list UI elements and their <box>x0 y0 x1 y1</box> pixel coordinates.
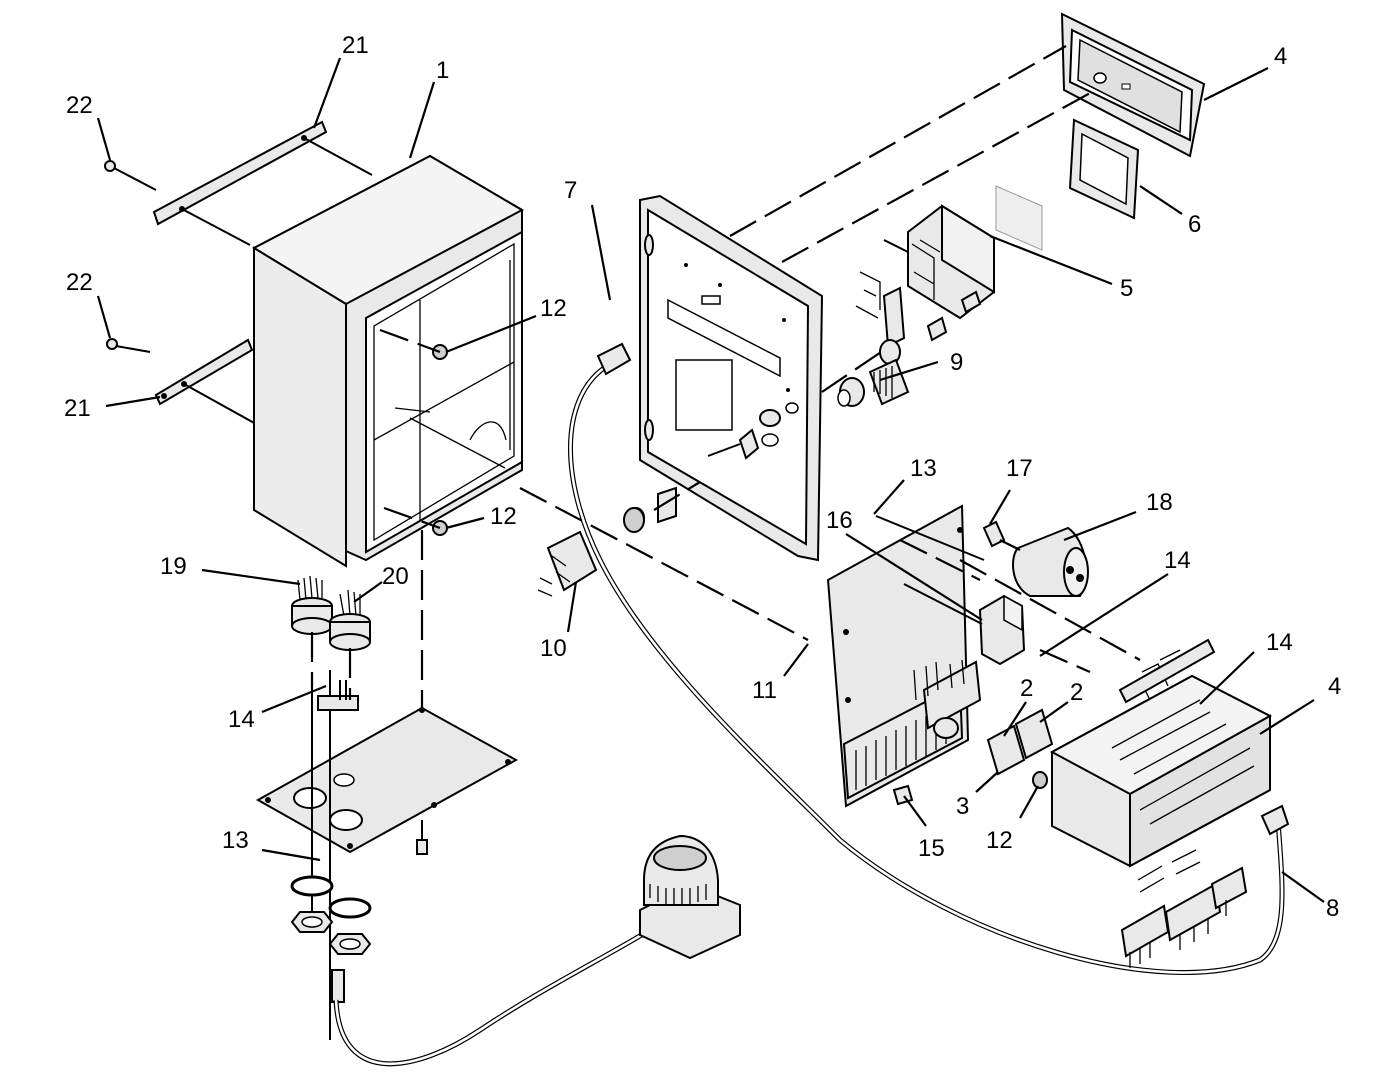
callout-8: 8 <box>1326 895 1339 922</box>
sounder-beacon <box>333 834 741 1067</box>
mounting-bracket-upper <box>152 120 373 246</box>
screw-upper <box>104 160 157 191</box>
front-display-frame <box>1060 12 1206 158</box>
mounting-bracket-lower <box>154 338 257 425</box>
controller-module <box>855 204 995 348</box>
base-plate <box>255 670 519 1040</box>
spacer <box>982 520 1006 548</box>
callout-12-middle: 12 <box>490 503 517 530</box>
callout-3: 3 <box>956 793 969 820</box>
assembly-lines <box>310 45 1141 708</box>
callout-19: 19 <box>160 553 187 580</box>
callout-20: 20 <box>382 563 409 590</box>
cable-gland-20 <box>329 589 371 651</box>
display-label <box>995 185 1043 251</box>
callout-5: 5 <box>1120 275 1133 302</box>
callout-18: 18 <box>1146 489 1173 516</box>
callout-14-left: 14 <box>228 706 255 733</box>
mounting-plate <box>826 504 1026 808</box>
plc-unit <box>1049 638 1273 968</box>
enclosure-box <box>251 154 525 568</box>
callout-16: 16 <box>826 507 853 534</box>
selector-switch <box>537 507 645 597</box>
callout-22-lower: 22 <box>66 269 93 296</box>
callout-6: 6 <box>1188 211 1201 238</box>
callout-9: 9 <box>950 349 963 376</box>
seal-rings-and-nuts <box>290 875 372 1003</box>
callout-11: 11 <box>752 677 777 704</box>
door-panel <box>627 194 824 562</box>
contactors <box>986 708 1054 789</box>
callout-15: 15 <box>918 835 945 862</box>
capacitor <box>1012 526 1089 597</box>
callout-14-right: 14 <box>1164 547 1191 574</box>
cable-gland-19 <box>291 575 333 635</box>
callout-12-upper: 12 <box>540 295 567 322</box>
callout-21-lower: 21 <box>64 395 91 422</box>
callout-4-upper: 4 <box>1274 43 1287 70</box>
callout-10: 10 <box>540 635 567 662</box>
callout-2-left: 2 <box>1020 675 1033 702</box>
callout-labels: 21 1 22 22 21 12 12 7 4 6 5 9 13 17 18 1… <box>64 32 1341 922</box>
interface-cable <box>568 342 1290 975</box>
callout-21-upper: 21 <box>342 32 369 59</box>
callout-22-upper: 22 <box>66 92 93 119</box>
callout-14-lower-right: 14 <box>1266 629 1293 656</box>
callout-4-lower: 4 <box>1328 673 1341 700</box>
callout-13-lower: 13 <box>222 827 249 854</box>
screw-lower <box>106 338 151 353</box>
pushbutton-assembly <box>837 339 910 407</box>
callout-17: 17 <box>1006 455 1033 482</box>
callout-7: 7 <box>564 177 577 204</box>
callout-13-upper: 13 <box>910 455 937 482</box>
display-gasket <box>1068 118 1140 220</box>
callout-12-lower: 12 <box>986 827 1013 854</box>
leader-lines <box>96 57 1325 903</box>
callout-2-right: 2 <box>1070 679 1083 706</box>
callout-1: 1 <box>436 57 449 84</box>
